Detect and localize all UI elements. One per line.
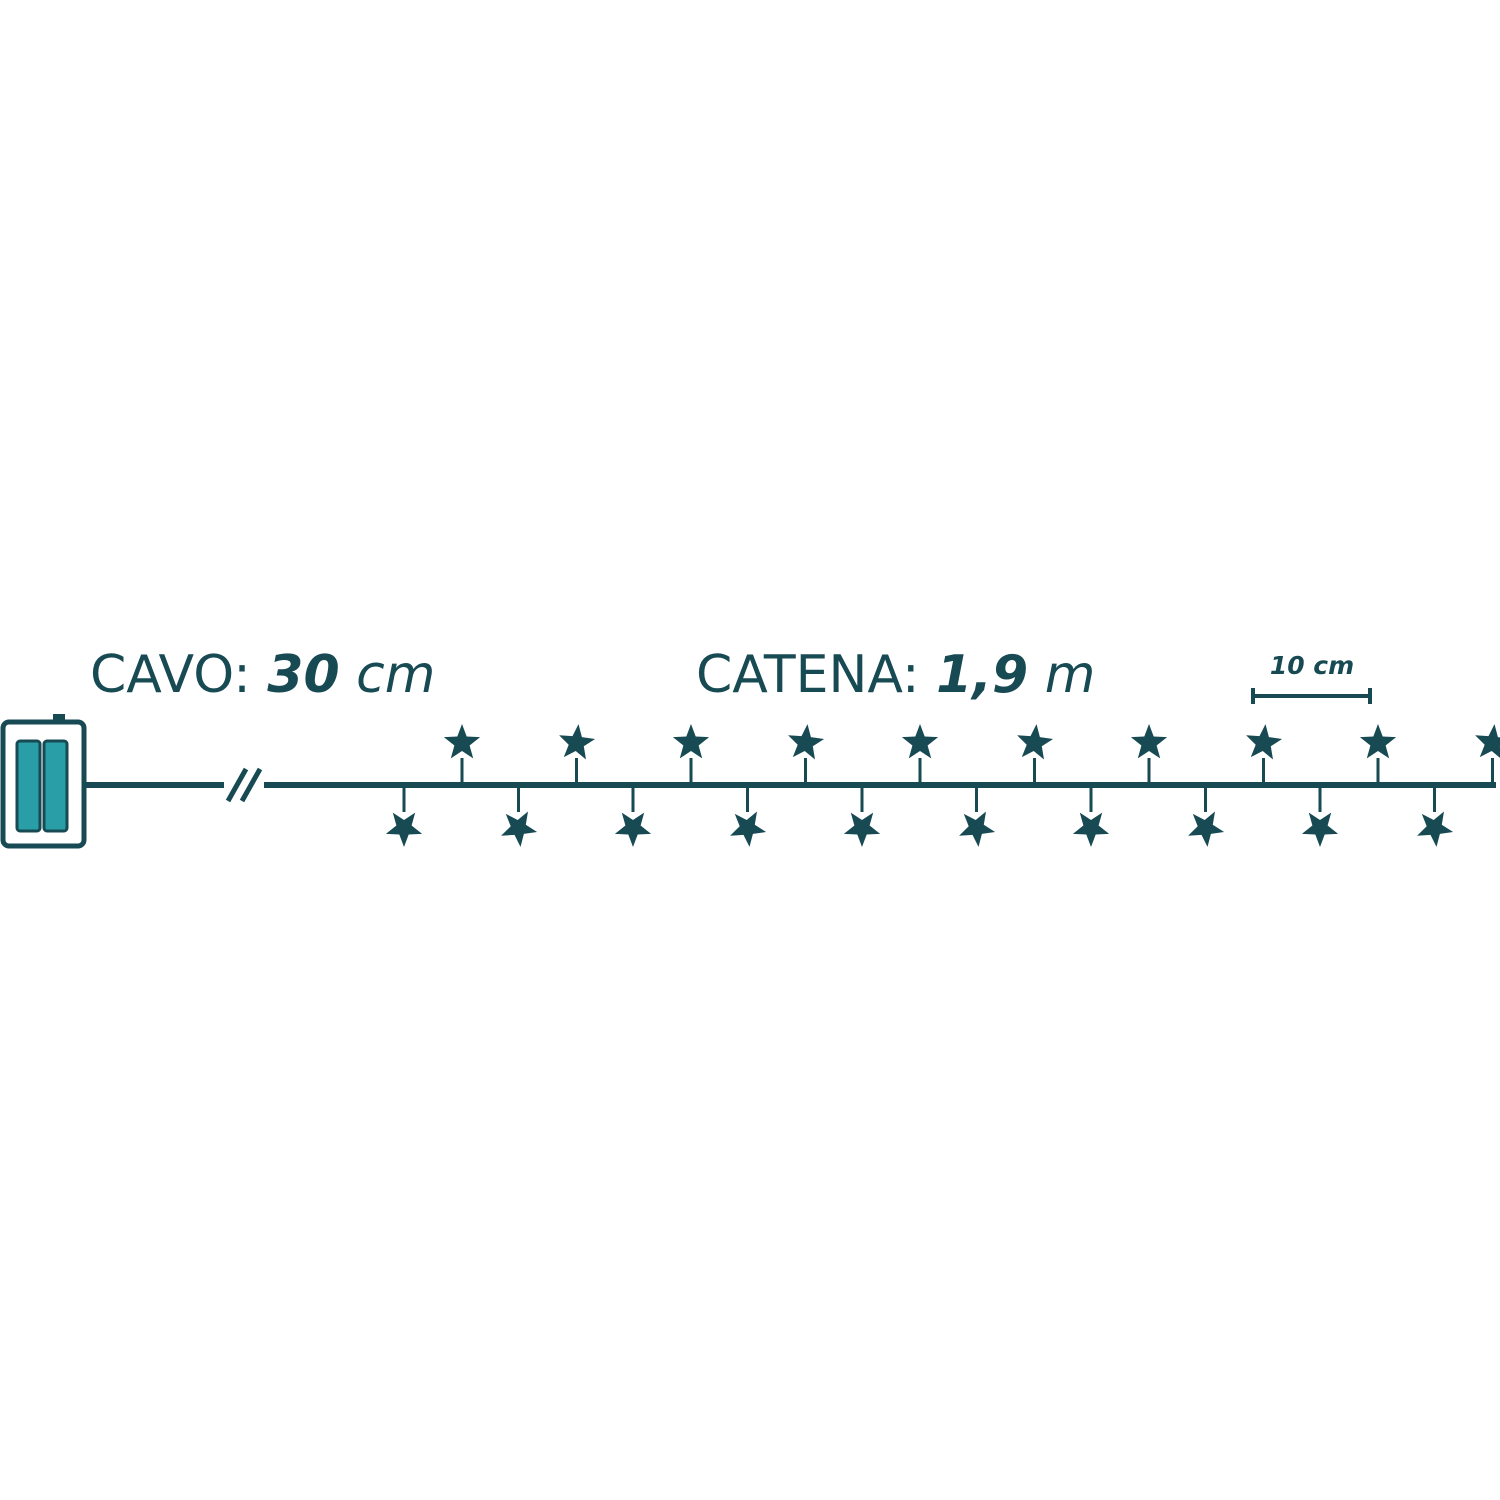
star-shape	[843, 812, 881, 847]
bottom-star-row	[385, 788, 1454, 847]
star-light-icon	[672, 724, 710, 783]
star-light-icon	[843, 788, 881, 847]
star-shape	[443, 724, 481, 759]
star-light-icon	[1359, 724, 1397, 783]
star-shape	[1246, 724, 1283, 760]
cable-length-label: CAVO: 30 cm	[90, 645, 435, 705]
star-light-icon	[1188, 788, 1225, 847]
star-light-icon	[1475, 724, 1500, 783]
star-light-icon	[1072, 788, 1110, 847]
chain-length-label: CATENA: 1,9 m	[696, 645, 1095, 705]
star-light-icon	[501, 788, 538, 847]
star-shape	[1017, 724, 1054, 760]
top-star-row	[443, 724, 1500, 783]
star-shape	[559, 724, 596, 760]
star-light-icon	[1301, 788, 1339, 847]
cable-break-icon	[224, 767, 264, 803]
star-light-icon	[1417, 788, 1454, 847]
star-light-icon	[788, 724, 825, 783]
star-light-icon	[1017, 724, 1054, 783]
star-light-icon	[959, 788, 996, 847]
star-shape	[959, 811, 996, 847]
star-light-icon	[614, 788, 652, 847]
star-light-icon	[385, 788, 423, 847]
star-shape	[788, 724, 825, 760]
star-light-icon	[559, 724, 596, 783]
star-shape	[672, 724, 710, 759]
star-shape	[501, 811, 538, 847]
star-shape	[730, 811, 767, 847]
star-shape	[1301, 812, 1339, 847]
star-shape	[1475, 724, 1500, 758]
star-shape	[1072, 812, 1110, 847]
star-shape	[901, 724, 939, 759]
star-shape	[1130, 724, 1168, 759]
spacing-dimension	[1251, 688, 1372, 704]
star-light-icon	[1246, 724, 1283, 783]
star-light-icon	[730, 788, 767, 847]
spacing-label: 10 cm	[1270, 651, 1354, 680]
star-shape	[614, 812, 652, 847]
star-light-icon	[901, 724, 939, 783]
battery-box-icon	[0, 714, 87, 849]
star-shape	[1359, 724, 1397, 759]
star-light-icon	[443, 724, 481, 783]
star-shape	[1417, 811, 1454, 847]
star-shape	[1188, 811, 1225, 847]
star-shape	[385, 812, 423, 847]
star-light-icon	[1130, 724, 1168, 783]
